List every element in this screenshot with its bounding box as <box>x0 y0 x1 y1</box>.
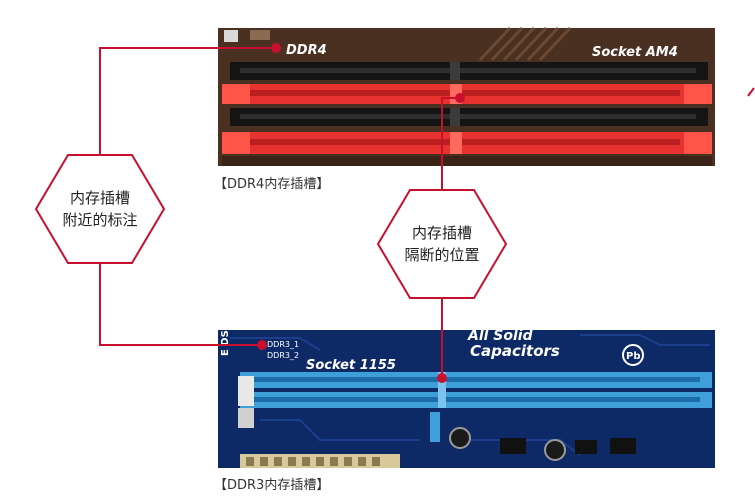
capacitors-silk-label: Capacitors <box>470 342 560 360</box>
left-connector-top <box>99 47 276 155</box>
lead-free-pb-icon <box>622 344 644 366</box>
left-marker-dot-top <box>271 43 281 53</box>
right-callout-label: 内存插槽 隔断的位置 <box>382 222 502 266</box>
right-marker-dot-bottom <box>437 373 447 383</box>
socket-1155-silk-label: Socket 1155 <box>306 358 396 373</box>
left-connector-bottom <box>99 263 262 346</box>
ddr4-caption: 【DDR4内存插槽】 <box>214 177 330 192</box>
board-edge-silk-label: E DS2 <box>220 323 231 356</box>
right-callout-line-2: 隔断的位置 <box>404 246 480 264</box>
ddr3-2-silk-label: DDR3_2 <box>267 351 299 360</box>
ddr3-board-photo: All Solid Capacitors Socket 1155 DDR3_1 … <box>218 323 715 468</box>
left-callout-line-2: 附近的标注 <box>62 211 138 229</box>
right-callout-hexagon <box>376 189 508 299</box>
ddr3-1-silk-label: DDR3_1 <box>267 340 299 349</box>
left-callout-label: 内存插槽 附近的标注 <box>40 187 160 231</box>
callout-connectors <box>99 47 460 378</box>
edge-arrow-mark <box>747 87 755 97</box>
right-marker-dot-top <box>455 93 465 103</box>
left-marker-dot-bottom <box>257 340 267 350</box>
ddr4-silk-label: DDR4 <box>286 43 327 58</box>
left-callout-line-1: 内存插槽 <box>69 189 130 207</box>
left-callout-hexagon <box>34 154 166 264</box>
pb-silk-label: Pb <box>626 351 641 362</box>
right-connector-top <box>441 97 460 190</box>
all-solid-silk-label: All Solid <box>467 328 534 344</box>
socket-am4-silk-label: Socket AM4 <box>592 45 678 60</box>
ddr4-board-photo: DDR4 Socket AM4 <box>218 26 715 166</box>
ddr3-caption: 【DDR3内存插槽】 <box>214 478 330 493</box>
right-callout-line-1: 内存插槽 <box>411 224 472 242</box>
